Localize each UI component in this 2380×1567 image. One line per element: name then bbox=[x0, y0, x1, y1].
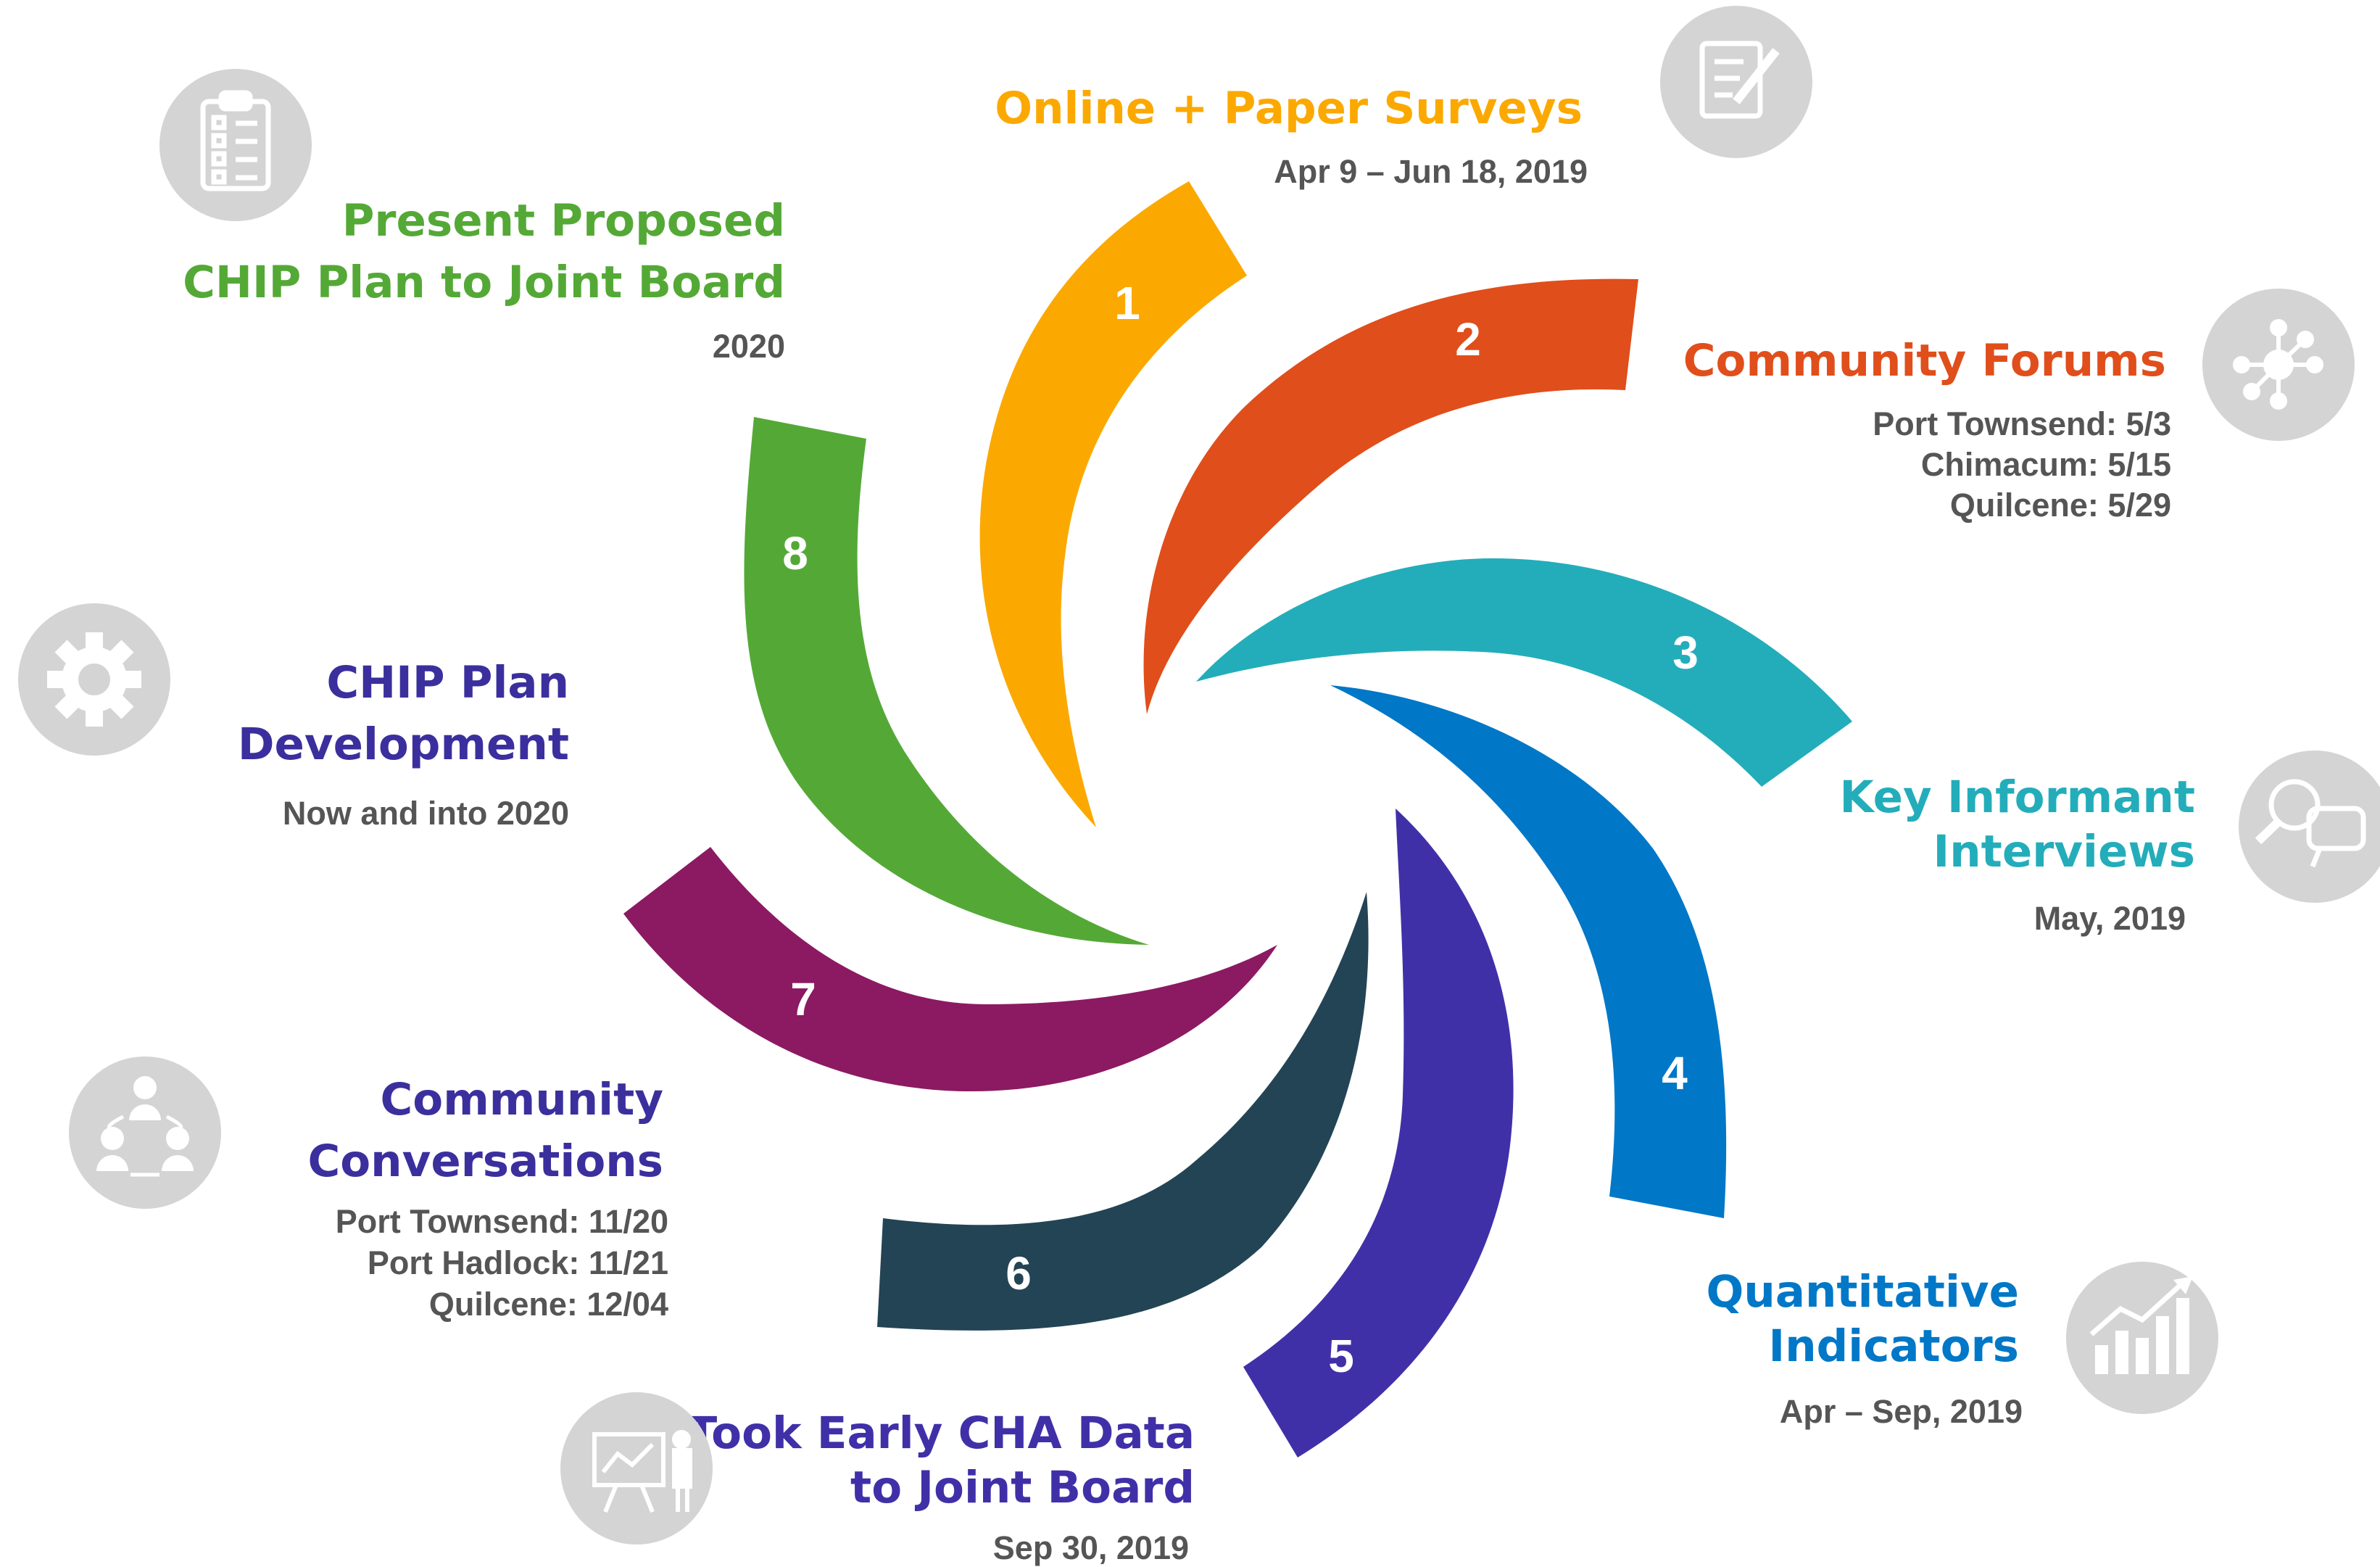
step-number-3: 3 bbox=[1672, 627, 1699, 679]
step-label-4: Quantitative Indicators Apr – Sep, 2019 bbox=[1707, 1266, 2023, 1430]
step-date-4: Apr – Sep, 2019 bbox=[1780, 1393, 2023, 1430]
swirl-arm-1 bbox=[979, 181, 1247, 827]
step-number-5: 5 bbox=[1328, 1330, 1354, 1382]
step-title-7a: Community bbox=[381, 1074, 663, 1125]
presentation-easel-icon bbox=[560, 1392, 713, 1545]
swirl-arms bbox=[623, 181, 1852, 1458]
step-date-3: May, 2019 bbox=[2034, 900, 2186, 937]
step-title-2: Community Forums bbox=[1683, 335, 2166, 386]
step-date-5: Sep 30, 2019 bbox=[993, 1529, 1189, 1566]
step-number-4: 4 bbox=[1662, 1047, 1688, 1099]
chip-plan-title-b: Development bbox=[238, 719, 569, 770]
step-label-5: Took Early CHA Data to Joint Board Sep 3… bbox=[687, 1407, 1195, 1566]
swirl-arm-2 bbox=[1143, 278, 1638, 714]
step-label-2: Community Forums Port Townsend: 5/3 Chim… bbox=[1683, 335, 2171, 524]
step-title-8b: CHIP Plan to Joint Board bbox=[183, 257, 785, 308]
step-title-4b: Indicators bbox=[1769, 1320, 2019, 1372]
swirl-arm-6 bbox=[877, 892, 1369, 1331]
step-date-1: Apr 9 – Jun 18, 2019 bbox=[1274, 153, 1588, 190]
step-date-2b: Chimacum: 5/15 bbox=[1921, 446, 2171, 483]
chip-plan-development-label: CHIP Plan Development Now and into 2020 bbox=[238, 657, 569, 832]
swirl-arm-4 bbox=[1330, 685, 1727, 1218]
bar-chart-trend-icon bbox=[2066, 1262, 2218, 1414]
step-date-7b: Port Hadlock: 11/21 bbox=[368, 1244, 668, 1281]
chip-plan-date: Now and into 2020 bbox=[283, 795, 569, 832]
step-number-6: 6 bbox=[1006, 1247, 1032, 1299]
step-title-7b: Conversations bbox=[307, 1136, 663, 1187]
step-date-2c: Quilcene: 5/29 bbox=[1950, 487, 2171, 524]
step-date-2a: Port Townsend: 5/3 bbox=[1873, 405, 2171, 442]
step-date-7c: Quilcene: 12/04 bbox=[429, 1286, 668, 1323]
clipboard-checklist-icon bbox=[159, 69, 312, 221]
step-label-8: Present Proposed CHIP Plan to Joint Boar… bbox=[183, 195, 785, 365]
swirl-arm-8 bbox=[744, 417, 1149, 945]
step-title-3a: Key Informant bbox=[1839, 772, 2195, 823]
step-number-2: 2 bbox=[1455, 313, 1481, 365]
step-date-7a: Port Townsend: 11/20 bbox=[336, 1203, 668, 1240]
step-title-3b: Interviews bbox=[1933, 826, 2195, 877]
step-number-8: 8 bbox=[782, 527, 808, 579]
swirl-arm-7 bbox=[623, 847, 1277, 1091]
step-number-1: 1 bbox=[1114, 277, 1140, 329]
step-label-7: Community Conversations Port Townsend: 1… bbox=[307, 1074, 668, 1323]
swirl-arm-3 bbox=[1196, 558, 1852, 787]
chip-plan-title-a: CHIP Plan bbox=[326, 657, 569, 708]
step-numbers: 1 2 3 4 5 6 7 8 bbox=[782, 277, 1699, 1382]
step-date-8: 2020 bbox=[713, 328, 785, 365]
step-title-1: Online + Paper Surveys bbox=[995, 83, 1583, 134]
step-title-4a: Quantitative bbox=[1707, 1266, 2019, 1318]
step-title-5a: Took Early CHA Data bbox=[687, 1407, 1195, 1459]
step-label-3: Key Informant Interviews May, 2019 bbox=[1839, 772, 2195, 937]
group-people-icon bbox=[69, 1057, 221, 1209]
step-label-1: Online + Paper Surveys Apr 9 – Jun 18, 2… bbox=[995, 83, 1588, 190]
step-title-5b: to Joint Board bbox=[850, 1462, 1195, 1513]
search-speech-bubble-icon bbox=[2239, 751, 2380, 903]
step-title-8a: Present Proposed bbox=[342, 195, 785, 247]
gear-icon bbox=[18, 603, 170, 756]
swirl-arm-5 bbox=[1243, 809, 1514, 1458]
step-number-7: 7 bbox=[790, 973, 816, 1025]
survey-pencil-icon bbox=[1660, 6, 1812, 158]
network-hub-icon bbox=[2202, 289, 2355, 441]
